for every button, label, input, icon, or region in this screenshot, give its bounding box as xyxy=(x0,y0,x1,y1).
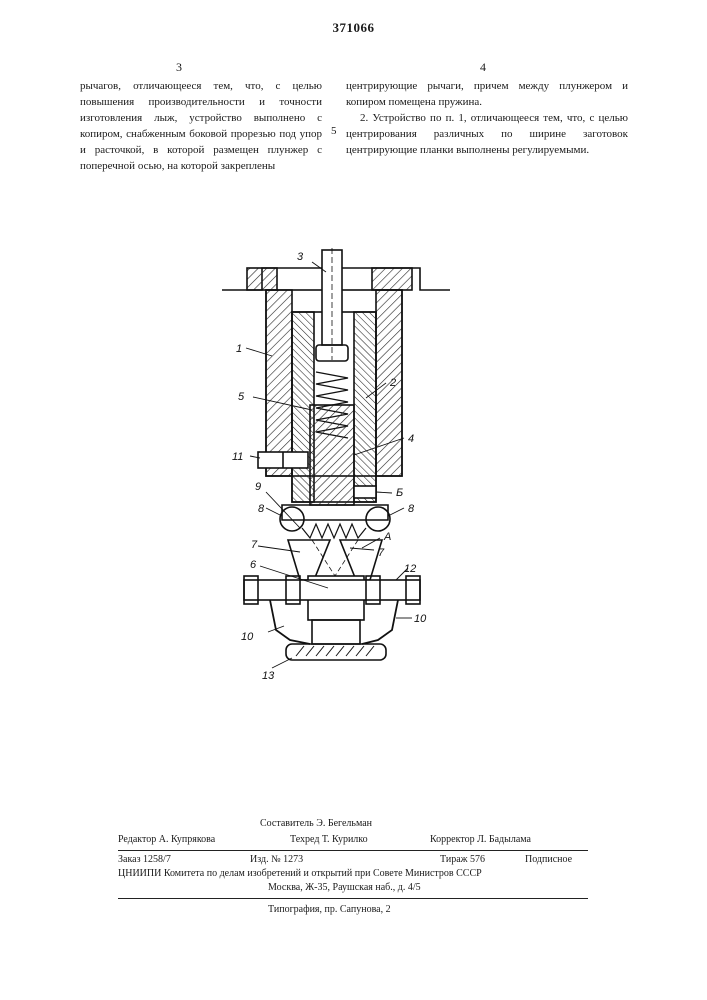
bar-knurl xyxy=(296,646,374,656)
address-line: Москва, Ж-35, Раушская наб., д. 4/5 xyxy=(268,882,421,893)
label-1: 1 xyxy=(236,343,242,355)
leader-7-left xyxy=(258,546,300,552)
podpisnoe-line: Подписное xyxy=(525,854,572,865)
horizontal-spring xyxy=(302,524,366,538)
stem xyxy=(312,620,360,644)
label-4: 4 xyxy=(408,433,414,445)
izd-line: Изд. № 1273 xyxy=(250,854,303,865)
housing-left-wall xyxy=(266,290,292,476)
stop-b xyxy=(354,486,376,498)
printer-line: Типография, пр. Сапунова, 2 xyxy=(268,904,391,915)
techred-line: Техред Т. Курилко xyxy=(290,834,368,845)
leader-13 xyxy=(272,658,292,668)
leader-b xyxy=(376,492,392,493)
label-3: 3 xyxy=(297,251,304,263)
label-7-left: 7 xyxy=(251,539,258,551)
order-line: Заказ 1258/7 xyxy=(118,854,171,865)
label-b: Б xyxy=(396,487,403,499)
org-line: ЦНИИПИ Комитета по делам изобретений и о… xyxy=(118,868,482,879)
label-9: 9 xyxy=(255,481,261,493)
compiler-line: Составитель Э. Бегельман xyxy=(260,818,372,829)
roller-right xyxy=(366,507,390,531)
label-10-left: 10 xyxy=(241,631,254,643)
footer-rule xyxy=(118,850,588,851)
centering-bar xyxy=(286,644,386,660)
flange-left-section xyxy=(247,268,277,290)
flange-right-section xyxy=(372,268,412,290)
tirazh-line: Тираж 576 xyxy=(440,854,485,865)
label-8-left: 8 xyxy=(258,503,265,515)
leader-8-left xyxy=(266,508,282,516)
leader-7-right xyxy=(350,548,374,550)
lever-right xyxy=(340,540,382,580)
lever-left xyxy=(288,540,330,580)
label-8-right: 8 xyxy=(408,503,415,515)
lower-head xyxy=(282,505,388,520)
plunger xyxy=(310,405,354,505)
housing-right-wall xyxy=(376,290,402,476)
label-11: 11 xyxy=(232,451,243,463)
crossbar xyxy=(244,580,420,600)
label-13: 13 xyxy=(262,670,275,682)
corrector-line: Корректор Л. Бадылама xyxy=(430,834,531,845)
label-6: 6 xyxy=(250,559,257,571)
footer-rule-bottom xyxy=(118,898,588,899)
label-12: 12 xyxy=(404,563,416,575)
leader-8-right xyxy=(388,508,404,516)
label-2: 2 xyxy=(389,377,396,389)
label-10-right: 10 xyxy=(414,613,427,625)
copier-right-section xyxy=(354,312,376,502)
editor-line: Редактор А. Купрякова xyxy=(118,834,215,845)
label-5: 5 xyxy=(238,391,245,403)
label-7-right: 7 xyxy=(378,547,385,559)
label-a: А xyxy=(383,531,391,543)
